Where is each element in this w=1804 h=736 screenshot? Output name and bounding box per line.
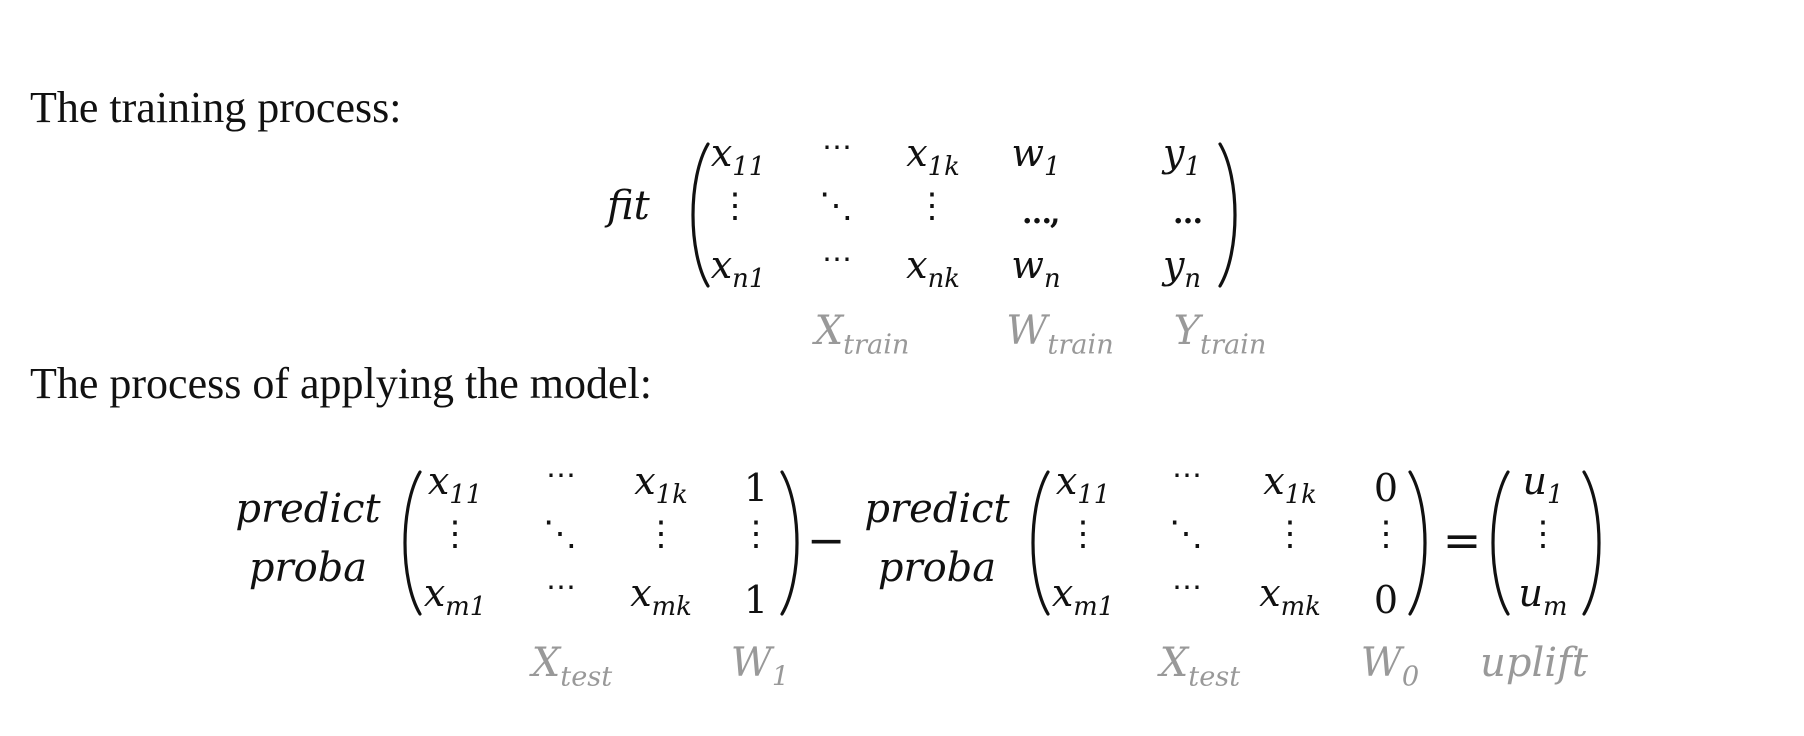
proba-function-label: proba — [877, 545, 997, 591]
hdots-symbol: ⋯ — [1172, 570, 1202, 605]
label-w-train: Wtrain — [1006, 308, 1114, 361]
label-y-train: Ytrain — [1173, 308, 1267, 361]
label-x-test: Xtest — [531, 640, 613, 693]
hdots-symbol: ⋯ — [546, 458, 576, 493]
minus-sign: − — [806, 513, 846, 567]
proba-function-label: proba — [248, 545, 368, 591]
hdots-symbol: ⋯ — [822, 242, 852, 277]
weight-cell-wn: wn — [1011, 243, 1061, 295]
vdots-symbol: ⋮ — [1273, 514, 1307, 554]
matrix-cell-xm1: xm1 — [1051, 571, 1115, 623]
target-cell-y1: y1 — [1163, 131, 1201, 183]
control-value: 0 — [1373, 466, 1399, 510]
vdots-symbol: ⋮ — [438, 514, 472, 554]
label-x-train: Xtrain — [814, 308, 910, 361]
vdots-symbol: ⋮ — [644, 514, 678, 554]
predict-function-label: predict — [235, 486, 381, 532]
weight-cell-w1: w1 — [1011, 131, 1061, 183]
left-paren — [1031, 470, 1050, 616]
matrix-cell-xmk: xmk — [1259, 571, 1321, 623]
left-paren — [1491, 470, 1510, 616]
vdots-symbol: ⋮ — [1066, 514, 1100, 554]
label-w0: W0 — [1360, 640, 1420, 693]
matrix-cell-x1k: x1k — [634, 459, 688, 511]
matrix-cell-x11: x11 — [710, 131, 766, 183]
label-x-test: Xtest — [1159, 640, 1241, 693]
vdots-symbol: ⋮ — [915, 186, 949, 226]
target-cell-yn: yn — [1162, 243, 1202, 295]
label-w1: W1 — [730, 640, 790, 693]
right-paren — [1408, 470, 1427, 616]
result-cell-u1: u1 — [1522, 459, 1564, 511]
matrix-cell-x11: x11 — [427, 459, 483, 511]
heading-training-process: The training process: — [30, 83, 402, 132]
vdots-symbol: ⋮ — [739, 514, 773, 554]
matrix-cell-xmk: xmk — [630, 571, 692, 623]
matrix-cell-x11: x11 — [1055, 459, 1111, 511]
matrix-cell-xm1: xm1 — [423, 571, 487, 623]
control-value: 0 — [1373, 578, 1399, 622]
hdots-symbol: ⋯ — [546, 570, 576, 605]
heading-applying-model: The process of applying the model: — [30, 359, 652, 408]
left-paren — [691, 142, 710, 288]
right-paren — [1218, 142, 1237, 288]
right-paren — [1582, 470, 1601, 616]
left-paren — [403, 470, 422, 616]
result-cell-um: um — [1518, 571, 1568, 623]
matrix-cell-x1k: x1k — [906, 131, 960, 183]
treatment-value: 1 — [743, 466, 769, 510]
label-uplift: uplift — [1480, 640, 1588, 686]
right-paren — [780, 470, 799, 616]
predict-function-label: predict — [864, 486, 1010, 532]
low-dots-comma: …, — [1022, 196, 1060, 231]
ddots-symbol: ⋱ — [819, 186, 853, 226]
hdots-symbol: ⋯ — [822, 130, 852, 165]
treatment-value: 1 — [743, 578, 769, 622]
matrix-cell-x1k: x1k — [1263, 459, 1317, 511]
equals-sign: = — [1442, 513, 1482, 567]
matrix-cell-xnk: xnk — [906, 243, 960, 295]
matrix-cell-xn1: xn1 — [710, 243, 766, 295]
vdots-symbol: ⋮ — [1526, 514, 1560, 554]
hdots-symbol: ⋯ — [1172, 458, 1202, 493]
fit-function: fit — [607, 183, 650, 229]
ddots-symbol: ⋱ — [543, 514, 577, 554]
ddots-symbol: ⋱ — [1169, 514, 1203, 554]
vdots-symbol: ⋮ — [718, 186, 752, 226]
vdots-symbol: ⋮ — [1369, 514, 1403, 554]
low-dots: … — [1173, 196, 1203, 231]
